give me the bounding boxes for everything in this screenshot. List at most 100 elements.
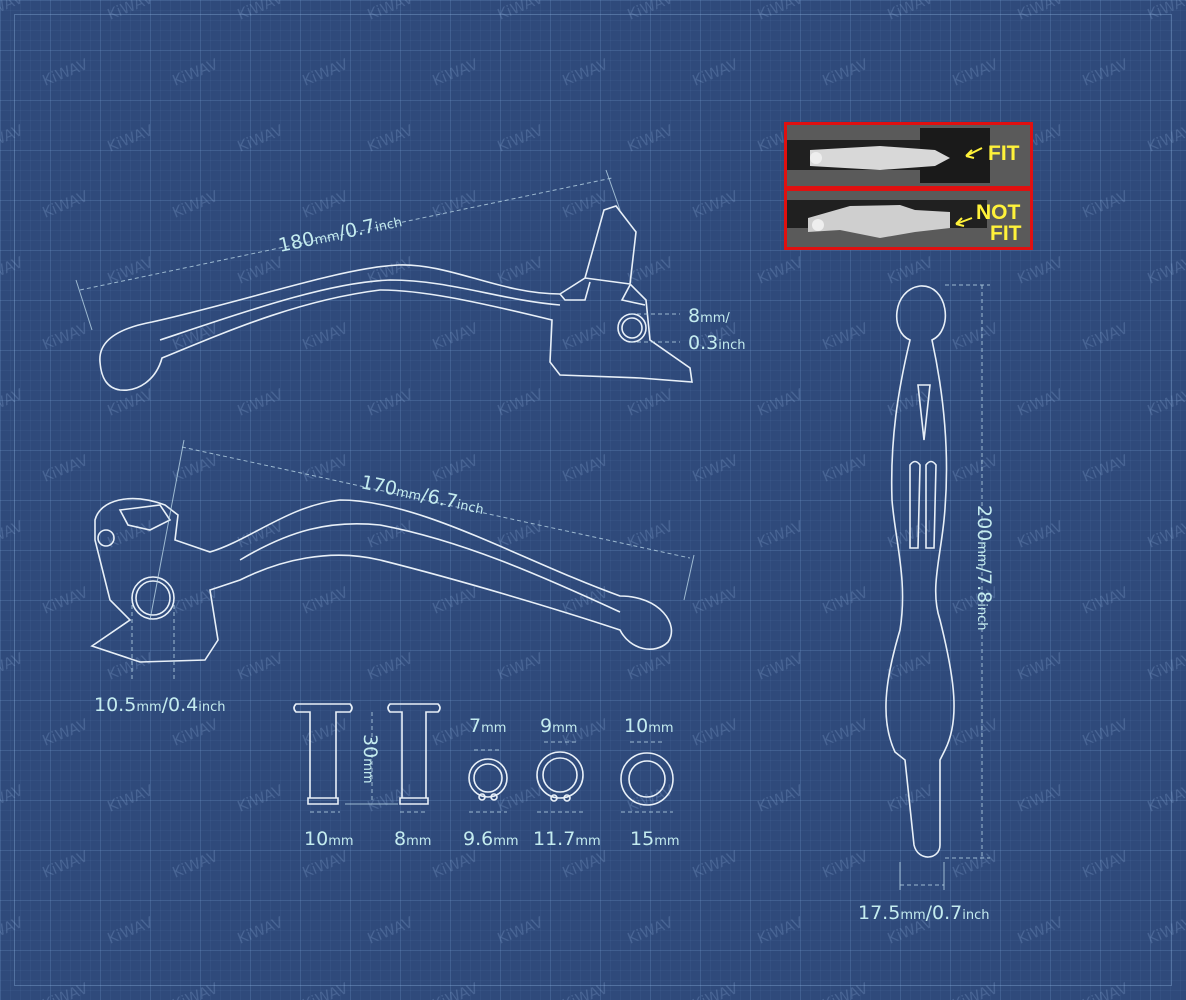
watermark-text: KiWAV — [105, 781, 157, 816]
watermark-text: KiWAV — [755, 517, 807, 552]
watermark-text: KiWAV — [1145, 649, 1186, 684]
watermark-text: KiWAV — [755, 913, 807, 948]
watermark-text: KiWAV — [820, 583, 872, 618]
lower-lever-mount — [118, 504, 172, 531]
watermark-text: KiWAV — [1015, 649, 1067, 684]
washer — [620, 752, 674, 806]
watermark-text: KiWAV — [430, 187, 482, 222]
watermark-text: KiWAV — [40, 715, 92, 750]
watermark-text: KiWAV — [0, 517, 26, 552]
watermark-text: KiWAV — [1080, 451, 1132, 486]
pin-8mm — [387, 703, 441, 805]
watermark-text: KiWAV — [0, 0, 26, 24]
watermark-text: KiWAV — [300, 583, 352, 618]
lower-length-dimline — [181, 446, 691, 559]
watermark-text: KiWAV — [235, 0, 287, 24]
watermark-text: KiWAV — [755, 781, 807, 816]
watermark-text: KiWAV — [1015, 253, 1067, 288]
watermark-text: KiWAV — [1080, 319, 1132, 354]
side-lever-slot-top — [917, 384, 931, 441]
arrow-left-icon — [955, 217, 973, 227]
watermark-text: KiWAV — [820, 715, 872, 750]
watermark-text: KiWAV — [950, 847, 1002, 882]
watermark-text: KiWAV — [105, 0, 157, 24]
watermark-text: KiWAV — [495, 253, 547, 288]
watermark-text: KiWAV — [170, 715, 222, 750]
watermark-text: KiWAV — [1080, 979, 1132, 1000]
watermark-text: KiWAV — [40, 187, 92, 222]
watermark-text: KiWAV — [170, 55, 222, 90]
not-fit-label: FIT — [990, 222, 1022, 245]
watermark-text: KiWAV — [430, 979, 482, 1000]
watermark-text: KiWAV — [755, 385, 807, 420]
watermark-text: KiWAV — [105, 253, 157, 288]
watermark-text: KiWAV — [365, 385, 417, 420]
watermark-text: KiWAV — [300, 187, 352, 222]
watermark-text: KiWAV — [820, 451, 872, 486]
side-lever-slot-right — [925, 460, 937, 549]
upper-lever: 180mm/0.7inch 8mm/ 0.3inch — [75, 169, 745, 391]
watermark-text: KiWAV — [105, 649, 157, 684]
side-view-lever: 200mm/7.8inch 17.5mm/0.7inch — [858, 284, 995, 924]
side-width-label: 17.5mm/0.7inch — [858, 902, 990, 924]
watermark-text: KiWAV — [560, 847, 612, 882]
watermark-text: KiWAV — [430, 583, 482, 618]
watermark-text: KiWAV — [300, 55, 352, 90]
upper-lever-mount — [559, 277, 646, 306]
watermark-text: KiWAV — [365, 253, 417, 288]
arrow-left-icon — [965, 147, 983, 159]
watermark-text: KiWAV — [625, 517, 677, 552]
watermark-text: KiWAV — [170, 187, 222, 222]
watermark-text: KiWAV — [170, 847, 222, 882]
watermark-text: KiWAV — [690, 979, 742, 1000]
hardware-set: 30mm 10mm 8mm 7mm 9.6mm 9mm 11.7mm 10mm … — [293, 703, 680, 850]
watermark-text: KiWAV — [1080, 715, 1132, 750]
clip2-inner-label: 9mm — [540, 715, 577, 737]
watermark-text: KiWAV — [885, 253, 937, 288]
watermark-text: KiWAV — [300, 847, 352, 882]
watermark-text: KiWAV — [1145, 121, 1186, 156]
watermark-text: KiWAV — [560, 979, 612, 1000]
watermark-text: KiWAV — [1145, 0, 1186, 24]
washer-inner-label: 10mm — [624, 715, 674, 737]
watermark-text: KiWAV — [40, 451, 92, 486]
watermark-text: KiWAV — [235, 781, 287, 816]
watermark-text: KiWAV — [690, 187, 742, 222]
watermark-text: KiWAV — [235, 253, 287, 288]
watermark-text: KiWAV — [560, 451, 612, 486]
watermark-text: KiWAV — [495, 913, 547, 948]
dim-tick — [75, 279, 93, 331]
lower-lever-outline — [90, 497, 673, 663]
watermark-text: KiWAV — [950, 55, 1002, 90]
dim-tick — [149, 439, 185, 621]
watermark-text: KiWAV — [300, 319, 352, 354]
watermark-text: KiWAV — [40, 847, 92, 882]
watermark-text: KiWAV — [0, 385, 26, 420]
not-label: NOT — [976, 201, 1021, 224]
watermark-text: KiWAV — [495, 121, 547, 156]
upper-lever-rib — [159, 279, 561, 341]
blueprint-frame — [14, 14, 1172, 986]
dim-tick — [605, 169, 621, 211]
pin2-label: 8mm — [394, 828, 431, 850]
upper-hole-label-2: 0.3inch — [688, 332, 745, 354]
watermark-text: KiWAV — [235, 385, 287, 420]
watermark-text: KiWAV — [690, 451, 742, 486]
watermark-text: KiWAV — [40, 319, 92, 354]
upper-pivot-hole-inner — [621, 317, 643, 339]
watermark-text: KiWAV — [885, 649, 937, 684]
watermark-text: KiWAV — [105, 121, 157, 156]
watermark-text: KiWAV — [0, 913, 26, 948]
watermark-text: KiWAV — [1080, 187, 1132, 222]
watermark-text: KiWAV — [40, 979, 92, 1000]
upper-hole-label-1: 8mm/ — [688, 305, 730, 327]
watermark-text: KiWAV — [40, 583, 92, 618]
dim-tick — [683, 554, 695, 601]
upper-lever-outline — [99, 205, 693, 391]
watermark-text: KiWAV — [1080, 583, 1132, 618]
watermark-text: KiWAV — [820, 847, 872, 882]
side-length-label: 200mm/7.8inch — [973, 505, 995, 630]
watermark-text: KiWAV — [755, 0, 807, 24]
watermark-text: KiWAV — [625, 0, 677, 24]
